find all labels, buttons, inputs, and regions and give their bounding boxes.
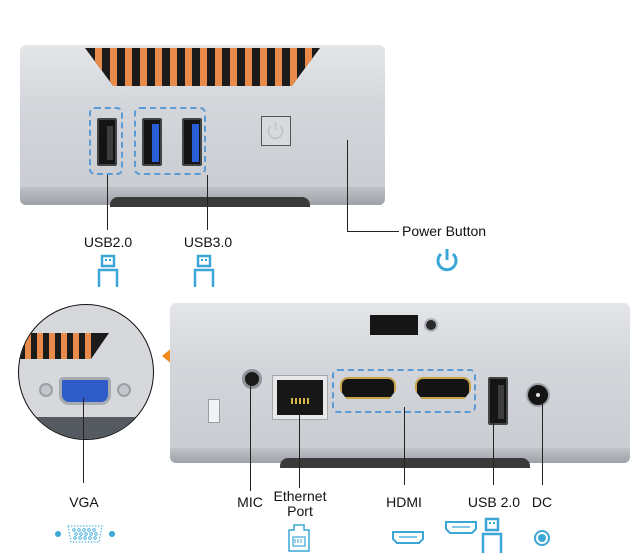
ethernet-label-line1: Ethernet [273,488,327,504]
usb3-port-1 [142,118,162,166]
usb2-leader-line [107,175,108,230]
back-device-foot-shadow [280,458,530,468]
mic-leader-line [250,385,251,491]
vga-zoom-bottom-edge [19,417,153,439]
front-device-foot-shadow [110,197,310,207]
back-device [170,303,630,468]
hdmi-label: HDMI [386,494,422,510]
dc-icon [534,530,550,546]
usb-icon [481,517,503,553]
vga-icon [55,525,115,543]
top-switch [370,315,418,335]
vga-zoom-circle [18,304,154,440]
power-button[interactable] [261,116,291,146]
usb3-leader-line [207,175,208,230]
hdmi-port-1 [415,377,471,399]
reset-pinhole [424,318,438,332]
ethernet-label-line2: Port [287,503,313,519]
power-leader-line-v [347,140,348,232]
mic-jack [242,369,262,389]
vga-screw-right [117,383,131,397]
dc-label: DC [531,494,553,510]
back-usb2-port [488,377,508,425]
dc-leader-line [542,402,543,485]
vga-screw-left [39,383,53,397]
front-vent [85,48,320,86]
power-glyph-icon [267,122,284,140]
vga-port [59,377,111,405]
vga-zoom-vent [19,333,109,359]
usb3-port-2 [182,118,202,166]
mic-label: MIC [237,494,263,510]
usb2-highlight [89,107,123,175]
usb2-port [97,118,117,166]
vga-leader-line [83,398,84,483]
usb20-leader-line [493,418,494,485]
vga-label: VGA [69,494,99,510]
hdmi-leader-line [404,407,405,485]
usb-icon [97,254,119,287]
hdmi-icon [392,531,424,544]
ethernet-port [272,375,328,420]
usb3-highlight [134,107,206,175]
usb3-label: USB3.0 [183,234,233,250]
usb-icon [193,254,215,287]
dc-jack [526,383,550,407]
ethernet-icon [288,524,310,552]
hdmi-port-2 [340,377,396,399]
power-leader-line-h [347,231,399,232]
front-device [20,45,385,207]
power-button-label: Power Button [402,223,487,239]
kensington-lock-slot [208,399,220,423]
hdmi-icon [445,521,477,534]
ethernet-leader-line [299,415,300,488]
power-icon [436,249,458,272]
usb2-label: USB2.0 [83,234,133,250]
usb20-label: USB 2.0 [467,494,521,510]
